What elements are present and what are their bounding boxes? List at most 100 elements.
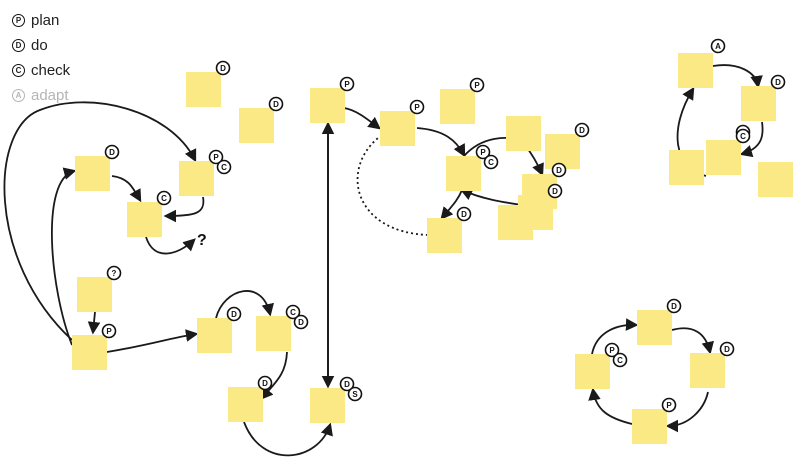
sticky-note-body[interactable] [310,88,345,123]
badge-d-icon: D [666,298,682,314]
sticky-note-n26[interactable] [669,150,704,185]
sticky-note-n11[interactable]: P [310,76,355,124]
legend-label: adapt [31,87,69,104]
sticky-note-body[interactable] [77,277,112,312]
badge-letter: P [666,401,672,410]
sticky-note-n9[interactable]: CD [256,304,309,352]
arrow-n7-to-n3 [50,167,77,346]
badge-p-icon: P [604,342,620,358]
sticky-note-n14[interactable]: P [380,99,425,147]
badge-d-icon: D [456,206,472,222]
badge-d-icon: D [268,96,284,112]
sticky-note-body[interactable] [186,72,221,107]
sticky-note-n22[interactable]: A [678,38,726,89]
sticky-note-n13[interactable]: P [440,77,485,125]
badge-c-icon: C [483,154,499,170]
sticky-note-body[interactable] [669,150,704,185]
badge-d-icon: D [551,162,567,178]
sticky-note-body[interactable] [706,140,741,175]
edges-layer [3,64,764,457]
check-badge-icon: C [12,64,25,77]
sticky-note-body[interactable] [179,161,214,196]
sticky-note-body[interactable] [75,156,110,191]
badge-d-icon: D [547,183,563,199]
sticky-note-body[interactable] [632,409,667,444]
sticky-note-body[interactable] [545,134,580,169]
sticky-note-n7[interactable]: P [72,323,117,371]
legend-label: plan [31,12,60,29]
sticky-note-n1[interactable]: D [186,60,231,108]
arrow-n23-to-n24 [739,121,764,158]
sticky-note-n2[interactable]: D [239,96,284,144]
badge-c-icon: C [285,304,301,320]
badge-c-icon: C [216,159,232,175]
sticky-note-n30[interactable]: P [632,397,677,445]
do-badge-icon: D [12,39,25,52]
badge-letter: P [344,80,350,89]
sticky-note-n3[interactable]: D [75,144,120,192]
badge-p-icon: P [339,76,355,92]
badge-c-icon: C [612,352,628,368]
legend-label: check [31,62,71,79]
labels-layer: ? [197,232,207,249]
arrow-n10-to-n12 [243,421,333,457]
arrow-n14-to-n17 [416,127,466,158]
sticky-note-n8[interactable]: D [197,306,242,354]
sticky-note-n29[interactable]: D [690,341,735,389]
sticky-note-n28[interactable]: PC [575,342,628,390]
badge-letter: D [109,148,115,157]
badge-p-icon: P [409,99,425,115]
sticky-note-n20[interactable]: D [518,183,563,231]
sticky-note-body[interactable] [310,388,345,423]
sticky-note-body[interactable] [197,318,232,353]
badge-letter: D [220,64,226,73]
sticky-note-body[interactable] [575,354,610,389]
sticky-note-n15[interactable] [506,116,541,151]
arrow-n27-to-n29 [671,327,714,355]
sticky-note-body[interactable] [637,310,672,345]
sticky-note-body[interactable] [440,89,475,124]
sticky-note-n17[interactable]: PC [446,144,499,192]
sticky-note-n5[interactable]: C [127,190,172,238]
sticky-note-n27[interactable]: D [637,298,682,346]
sticky-note-n10[interactable]: D [228,375,273,423]
sticky-note-body[interactable] [427,218,462,253]
sticky-note-body[interactable] [256,316,291,351]
sticky-note-body[interactable] [518,195,553,230]
badge-letter: D [461,210,467,219]
sticky-note-body[interactable] [758,162,793,197]
sticky-note-body[interactable] [741,86,776,121]
sticky-note-body[interactable] [228,387,263,422]
sticky-note-n4[interactable]: PC [179,149,232,197]
badge-letter: P [213,153,219,162]
arrow-n5-to-question [145,236,196,255]
sticky-note-body[interactable] [72,335,107,370]
badge-letter: D [724,345,730,354]
sticky-note-n6[interactable]: ? [77,265,122,313]
sticky-note-body[interactable] [380,111,415,146]
sticky-note-body[interactable] [239,108,274,143]
sticky-note-body[interactable] [506,116,541,151]
badge-d-icon: D [104,144,120,160]
sticky-note-body[interactable] [690,353,725,388]
badge-letter: ? [112,269,117,278]
badge-letter: A [715,42,721,51]
sticky-note-n21[interactable]: D [427,206,472,254]
arrow-n22-to-n23 [712,64,763,89]
badge-c-icon: C [735,128,751,144]
sticky-note-n12[interactable]: DS [310,376,363,424]
arrow-n30-to-n28 [588,387,633,425]
sticky-note-n16[interactable]: D [545,122,590,170]
question-mark-label: ? [197,232,207,249]
badge-c-icon: C [156,190,172,206]
sticky-note-body[interactable] [127,202,162,237]
sticky-note-n25[interactable]: C [706,128,751,176]
sticky-note-body[interactable] [678,53,713,88]
badge-d-icon: D [226,306,242,322]
badge-letter: C [617,356,623,365]
sticky-note-n23[interactable]: D [741,74,786,122]
sticky-note-body[interactable] [446,156,481,191]
badge-letter: D [273,100,279,109]
